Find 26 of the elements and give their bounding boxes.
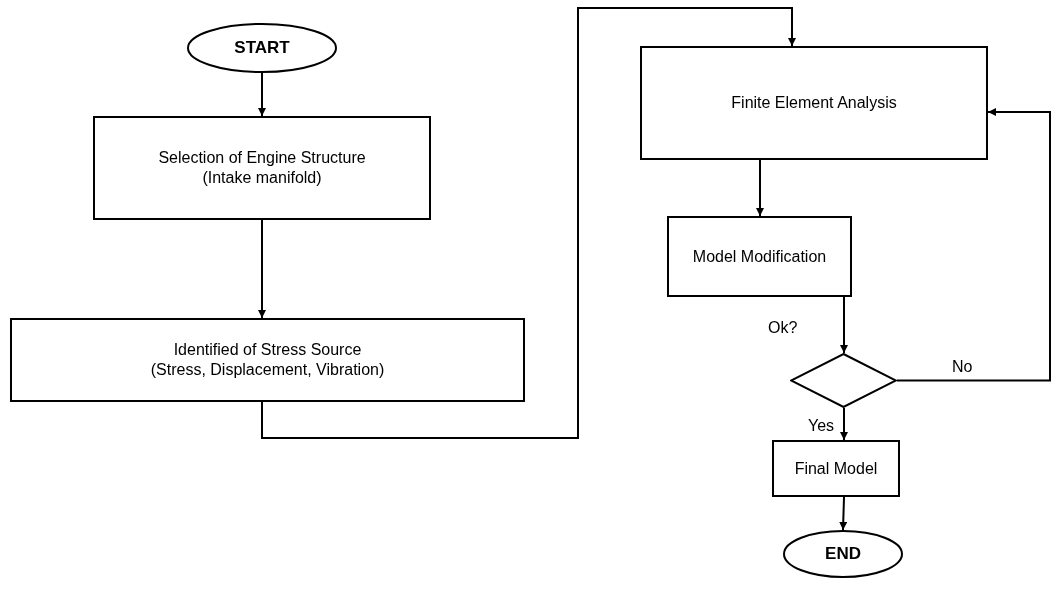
- process-box: [10, 318, 525, 402]
- process-box: [93, 116, 431, 220]
- process-box: [640, 46, 988, 160]
- arrow: [258, 72, 266, 117]
- step-label: (Intake manifold): [202, 168, 322, 188]
- decision-diamond: [790, 353, 897, 408]
- step-label: Selection of Engine Structure: [158, 148, 366, 168]
- arrow: [258, 219, 266, 319]
- terminal-label: END: [825, 543, 861, 565]
- arrow: [840, 296, 848, 354]
- step-label: Model Modification: [692, 246, 827, 267]
- step-label: Identified of Stress Source: [173, 340, 362, 360]
- step-label: Final Model: [794, 458, 878, 479]
- process-box: [772, 440, 900, 497]
- arrow: [840, 407, 848, 441]
- decision-label: Ok?: [768, 318, 798, 338]
- terminal-ellipse: [187, 23, 337, 73]
- arrow: [839, 496, 848, 531]
- arrow: [261, 7, 796, 439]
- arrow: [756, 159, 764, 217]
- arrow: [896, 108, 1051, 382]
- step-label: (Stress, Displacement, Vibration): [150, 360, 385, 380]
- process-box: [667, 216, 852, 297]
- terminal-ellipse: [783, 530, 903, 578]
- terminal-label: START: [234, 37, 290, 59]
- step-label: Finite Element Analysis: [731, 93, 897, 113]
